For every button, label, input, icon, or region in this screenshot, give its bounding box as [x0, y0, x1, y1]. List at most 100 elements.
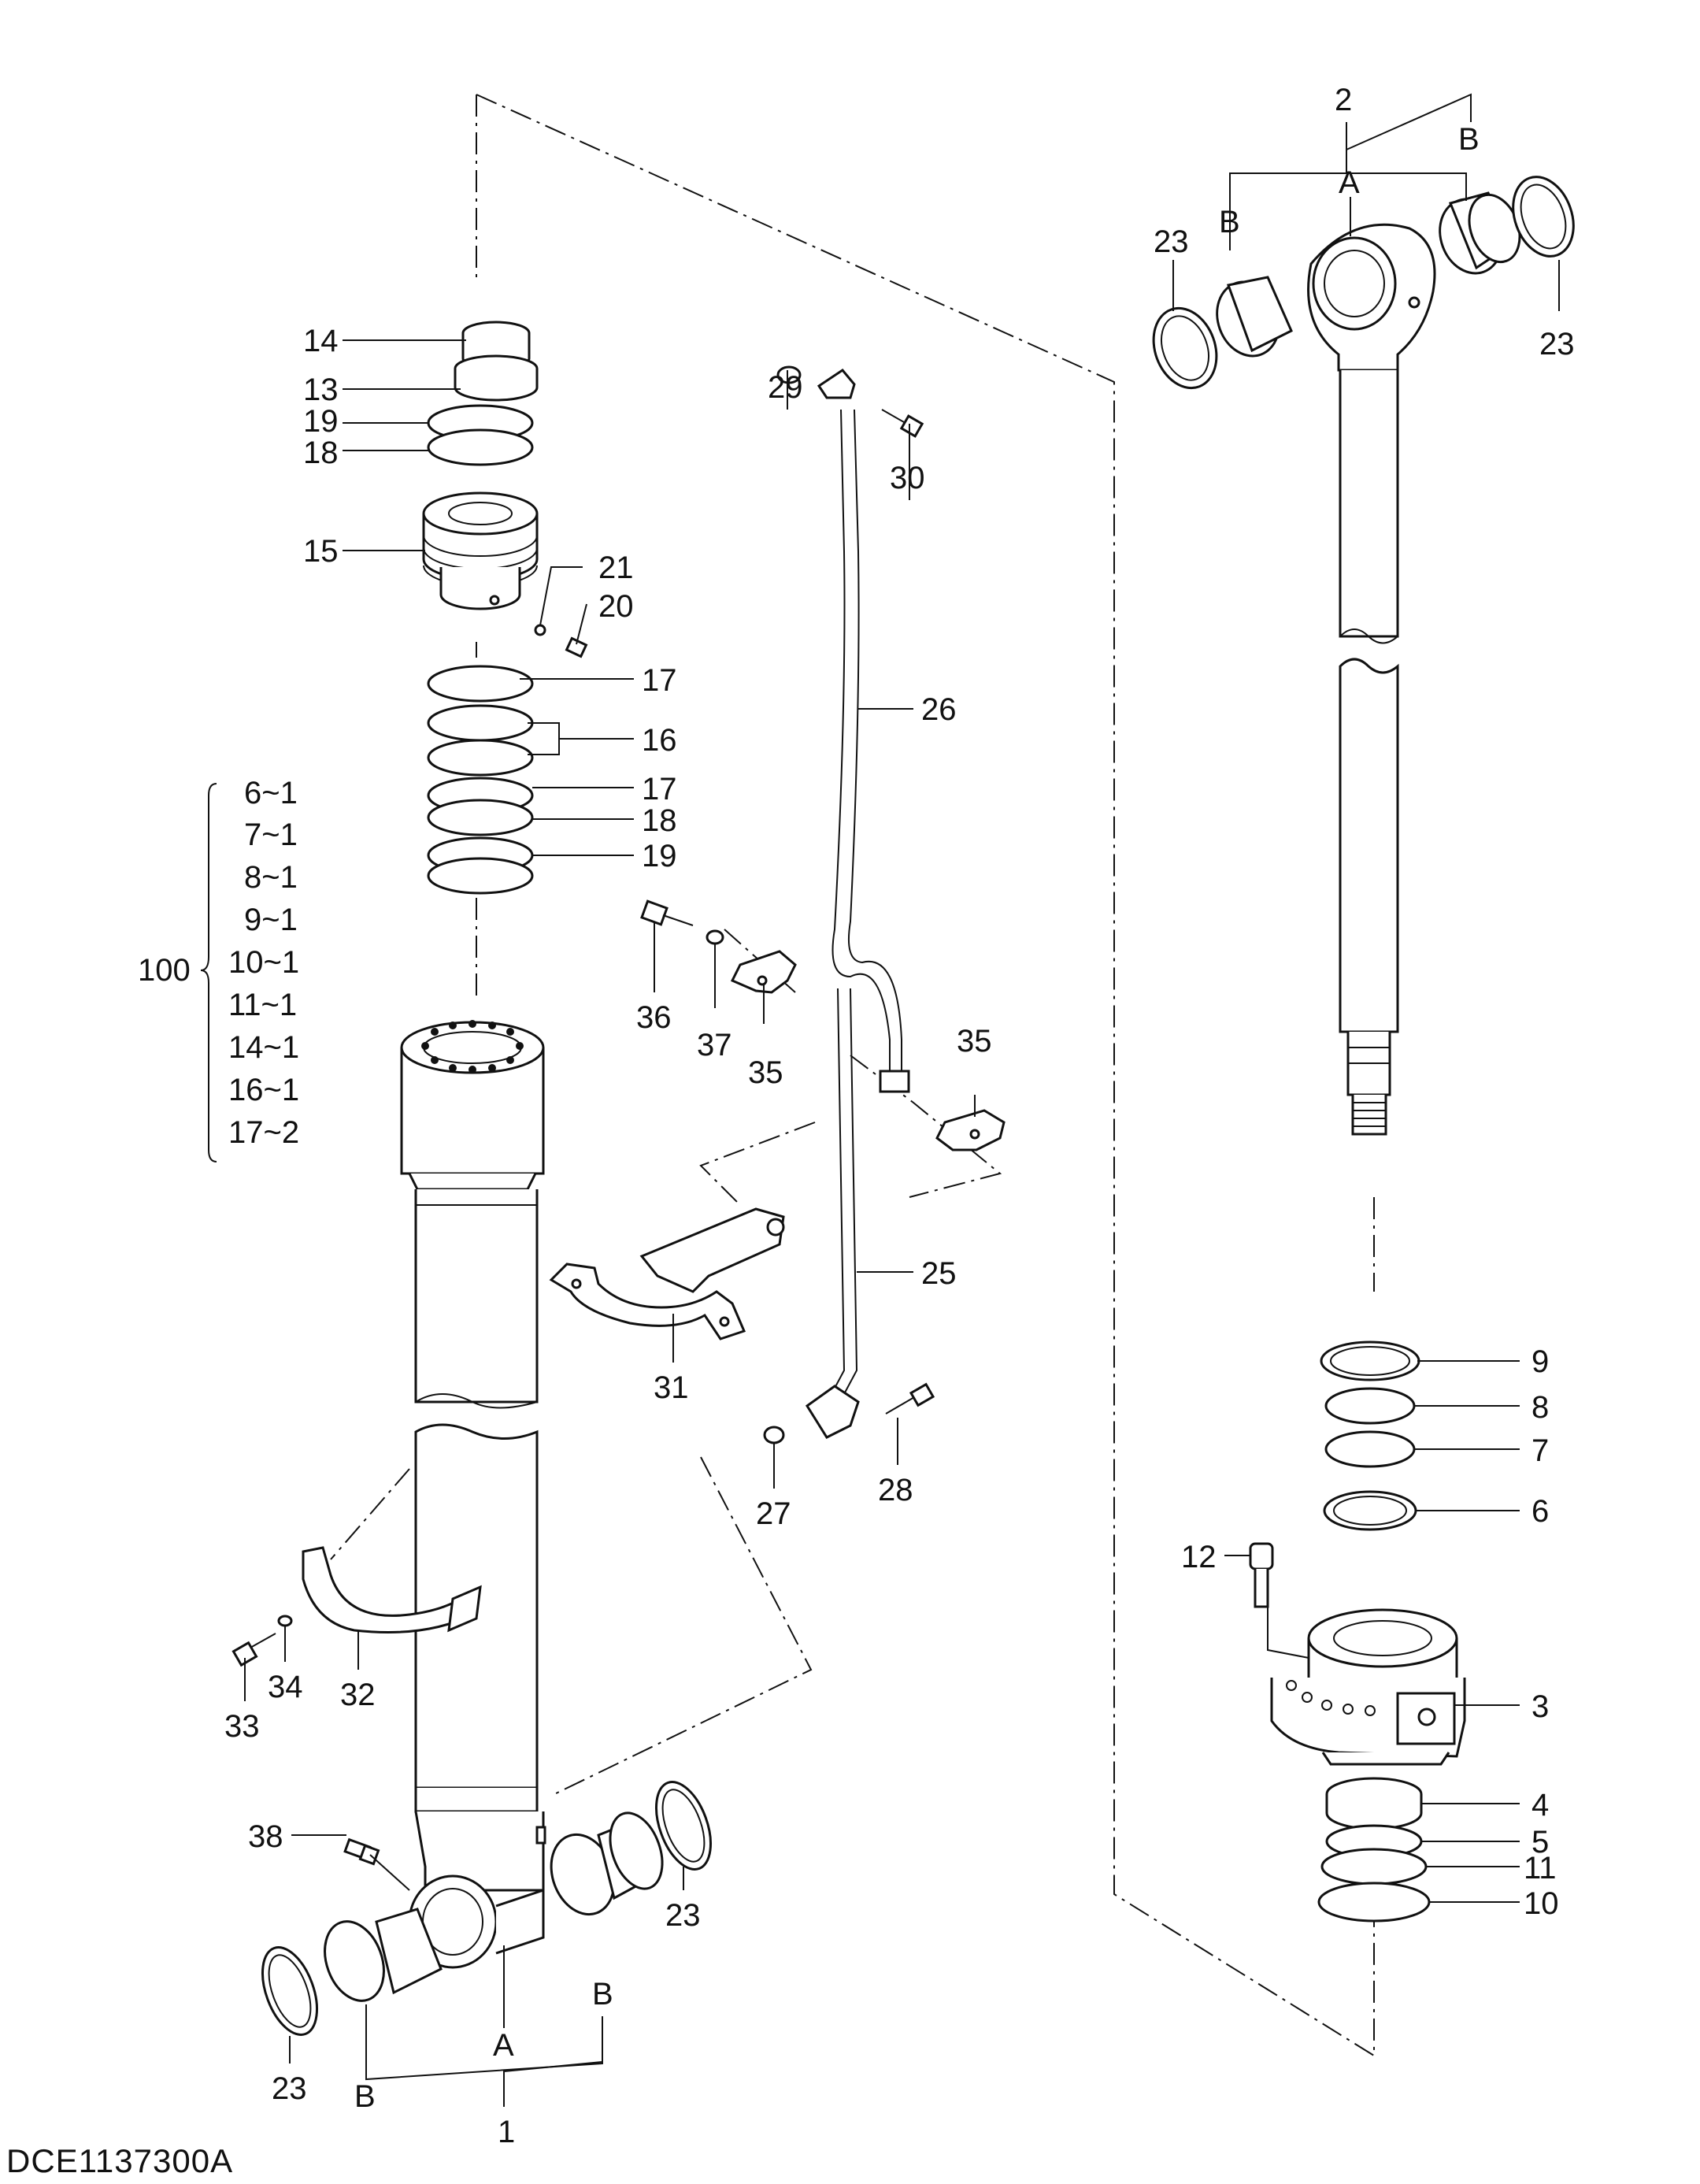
part-23-seal-top-right [1512, 176, 1575, 258]
kit-item: 16~1 [228, 1073, 299, 1107]
part-3-piston [1270, 1608, 1466, 1766]
kit-item: 6~1 [244, 776, 298, 810]
part-23-seal-bottom-left [261, 1946, 318, 2036]
part-38-grease-fitting [343, 1837, 380, 1866]
callout-33: 33 [224, 1709, 260, 1744]
callout-17-top: 17 [642, 663, 677, 698]
part-27-o-ring [763, 1426, 785, 1444]
parts-4-5-10-11-rings [1317, 1777, 1431, 1923]
kit-item: 7~1 [244, 818, 298, 852]
callout-9: 9 [1531, 1344, 1549, 1379]
part-12-socket-bolt [1249, 1542, 1274, 1608]
callout-a-top: A [1339, 165, 1360, 200]
callout-23-top-left: 23 [1154, 224, 1189, 259]
callout-38: 38 [248, 1819, 283, 1854]
callout-29: 29 [768, 370, 803, 405]
callout-16: 16 [642, 723, 677, 758]
part-35-clamp-left [730, 950, 797, 994]
callout-31: 31 [654, 1370, 689, 1405]
part-32-band [302, 1546, 482, 1633]
part-b-bushing-bottom-right [550, 1811, 664, 1916]
callout-32: 32 [340, 1678, 376, 1712]
parts-16-17-18-19-rings [427, 665, 534, 895]
part-30-bolt [881, 409, 924, 438]
kit-item: 17~2 [228, 1115, 299, 1150]
callout-17-bottom: 17 [642, 772, 677, 806]
part-2-piston-rod [1307, 223, 1436, 1136]
callout-1: 1 [498, 2115, 515, 2149]
part-37-washer [706, 929, 724, 945]
callout-12: 12 [1181, 1540, 1217, 1574]
part-23-seal-bottom-right [655, 1781, 712, 1871]
part-15-rod-cover [422, 491, 539, 610]
callout-11: 11 [1524, 1851, 1557, 1886]
callout-7: 7 [1531, 1433, 1549, 1468]
drawing-code: DCE1137300A [6, 2142, 233, 2179]
part-36-bolt [640, 899, 694, 926]
kit-item: 11~1 [228, 988, 297, 1022]
part-23-seal-top-left [1152, 306, 1218, 390]
callout-2: 2 [1335, 83, 1352, 117]
callout-30: 30 [890, 461, 925, 495]
leader-lines [200, 93, 1560, 2107]
callout-28: 28 [878, 1473, 913, 1507]
callout-19-top: 19 [303, 404, 339, 439]
callout-23-top-right: 23 [1539, 327, 1575, 362]
kit-number: 100 [138, 953, 191, 988]
part-33-bolt [231, 1633, 276, 1667]
callout-b-bottom-left: B [354, 2079, 376, 2114]
callout-4: 4 [1531, 1788, 1549, 1822]
part-29-o-ring [776, 365, 802, 384]
part-21-steel-ball [534, 624, 546, 636]
kit-item: 9~1 [244, 903, 298, 937]
part-19-18-rings [427, 404, 534, 466]
part-26-pipe [817, 369, 910, 1093]
kit-item-list: 6~1 7~1 8~1 9~1 10~1 11~1 14~1 16~1 17~2 [228, 776, 299, 1150]
callout-b-top-right: B [1458, 122, 1480, 157]
parts-6-7-8-9-rings [1320, 1340, 1420, 1531]
part-28-bolt [885, 1382, 935, 1415]
part-b-bushing-top-right [1439, 191, 1521, 275]
callout-3: 3 [1531, 1689, 1549, 1724]
part-25-pipe [805, 988, 860, 1439]
callout-13: 13 [303, 373, 339, 407]
callout-18-bottom: 18 [642, 803, 677, 838]
part-35-clamp-right [935, 1109, 1006, 1151]
callout-labels: 14 13 19 18 15 21 20 17 16 17 18 19 29 3… [6, 83, 1575, 2179]
part-31-bracket [549, 1207, 785, 1340]
part-1-cylinder-tube [400, 1020, 546, 1969]
callout-10: 10 [1524, 1886, 1559, 1921]
part-20-set-screw [565, 636, 588, 658]
callout-b-bottom-right: B [592, 1977, 613, 2012]
callout-18-top: 18 [303, 436, 339, 470]
callout-27: 27 [756, 1496, 791, 1531]
callout-37: 37 [697, 1028, 732, 1062]
callout-15: 15 [303, 534, 339, 569]
callout-b-top-left: B [1219, 205, 1240, 239]
callout-36: 36 [636, 1000, 672, 1035]
kit-item: 8~1 [244, 860, 298, 895]
part-34-washer [277, 1615, 293, 1627]
callout-26: 26 [921, 692, 957, 727]
kit-item: 14~1 [228, 1030, 299, 1065]
callout-25: 25 [921, 1256, 957, 1291]
callout-14: 14 [303, 324, 339, 358]
callout-6: 6 [1531, 1494, 1549, 1529]
callout-8: 8 [1531, 1390, 1549, 1425]
callout-19-bottom: 19 [642, 839, 677, 873]
callout-20: 20 [598, 589, 634, 624]
callout-35-right: 35 [957, 1024, 992, 1059]
callout-a-bottom: A [493, 2028, 514, 2063]
callout-5: 5 [1531, 1825, 1549, 1860]
callout-23-bottom-left: 23 [272, 2071, 307, 2106]
callout-34: 34 [268, 1670, 303, 1704]
callout-35-left: 35 [748, 1055, 783, 1090]
callout-23-bottom-right: 23 [665, 1898, 701, 1933]
part-b-bushing-bottom-left [324, 1908, 443, 2002]
part-13-dust-seal [454, 354, 539, 402]
kit-item: 10~1 [228, 945, 299, 980]
callout-21: 21 [598, 551, 634, 585]
part-b-bushing-top-left [1216, 276, 1293, 358]
